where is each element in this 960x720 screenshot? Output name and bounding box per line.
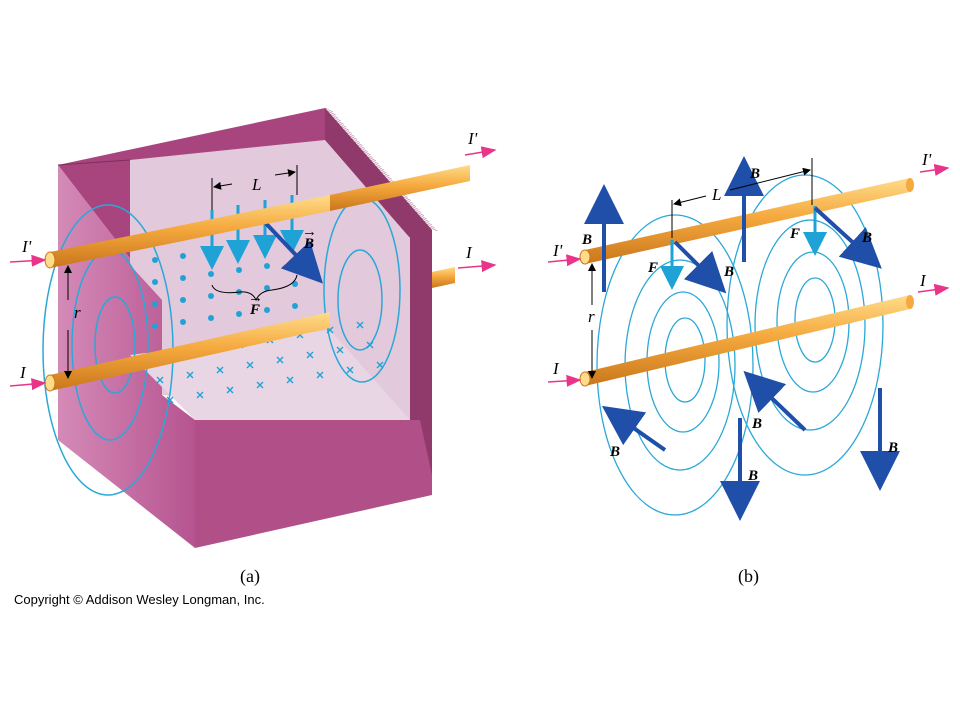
field-dot xyxy=(180,253,186,259)
field-dot xyxy=(208,315,214,321)
wire-top-a xyxy=(44,165,470,269)
field-cross xyxy=(316,371,324,379)
field-dot xyxy=(236,267,242,273)
panel-b: L r I' I I' I B B B B B B B B F F (b) xyxy=(547,150,950,587)
label-current-bottom-right-a: I xyxy=(465,243,473,262)
field-dot xyxy=(180,319,186,325)
field-dot xyxy=(152,323,158,329)
current-arrows-a xyxy=(9,146,497,391)
caption-a: (a) xyxy=(240,566,260,587)
field-dot xyxy=(180,297,186,303)
wire-bottom-b xyxy=(579,295,914,387)
field-cross xyxy=(196,391,204,399)
field-cross xyxy=(276,356,284,364)
field-cross xyxy=(226,386,234,394)
label-current-top-right-b: I' xyxy=(921,150,932,169)
caption-b: (b) xyxy=(738,566,759,587)
copyright-text: Copyright © Addison Wesley Longman, Inc. xyxy=(14,592,265,607)
label-current-top-b: I' xyxy=(552,241,563,260)
field-dot xyxy=(264,285,270,291)
label-b-b-1: B xyxy=(581,232,592,248)
label-b-b-3: B xyxy=(723,264,734,280)
field-cross xyxy=(246,361,254,369)
force-arrows-b xyxy=(660,206,827,290)
label-current-bottom-a: I xyxy=(19,363,27,382)
field-cross xyxy=(336,346,344,354)
label-b-b-5: B xyxy=(609,444,620,460)
field-cross xyxy=(306,351,314,359)
field-cross xyxy=(216,366,224,374)
label-r-b: r xyxy=(588,307,595,326)
field-dot xyxy=(152,257,158,263)
label-current-bottom-b: I xyxy=(552,359,560,378)
field-dot xyxy=(292,259,298,265)
label-l-a: L xyxy=(251,175,261,194)
field-cross xyxy=(376,361,384,369)
field-dot xyxy=(264,263,270,269)
b-vector-a xyxy=(256,213,324,284)
field-cross xyxy=(366,341,374,349)
wire-top-b xyxy=(579,178,914,265)
field-cross xyxy=(286,376,294,384)
field-cross xyxy=(156,376,164,384)
field-dot xyxy=(292,303,298,309)
wire-bottom-a xyxy=(44,267,455,392)
label-current-top-a: I' xyxy=(21,237,32,256)
block-top-hatch xyxy=(324,107,438,232)
field-dot xyxy=(180,275,186,281)
label-b-b-7: B xyxy=(747,468,758,484)
label-f-a: F xyxy=(249,302,260,318)
field-cross xyxy=(346,366,354,374)
vec-b-a: → xyxy=(302,224,317,240)
force-brace-a xyxy=(211,274,298,302)
block-lower-front-face xyxy=(195,420,432,548)
field-dot xyxy=(264,307,270,313)
label-current-top-right-a: I' xyxy=(467,129,478,148)
length-dimension-b xyxy=(671,158,813,238)
panel-a: L r I' I I' I B → F → (a) xyxy=(9,107,497,587)
label-current-bottom-right-b: I xyxy=(919,271,927,290)
label-l-b: L xyxy=(711,185,721,204)
label-b-b-8: B xyxy=(887,440,898,456)
field-dot xyxy=(152,279,158,285)
label-b-b-6: B xyxy=(751,416,762,432)
current-arrows-b xyxy=(547,163,950,387)
label-b-a: B xyxy=(303,236,314,252)
label-b-b-2: B xyxy=(749,166,760,182)
label-r-a: r xyxy=(74,303,81,322)
field-lines-b-left xyxy=(596,214,754,516)
field-cross xyxy=(356,321,364,329)
vec-f-a: → xyxy=(248,290,263,306)
label-b-b-4: B xyxy=(861,230,872,246)
label-f-b-1: F xyxy=(647,260,658,276)
label-f-b-2: F xyxy=(789,226,800,242)
field-dot xyxy=(152,301,158,307)
field-dot xyxy=(236,311,242,317)
field-cross xyxy=(256,381,264,389)
field-cross xyxy=(166,396,174,404)
field-dot xyxy=(208,271,214,277)
field-cross xyxy=(186,371,194,379)
field-dot xyxy=(208,293,214,299)
length-dimension-a xyxy=(211,165,298,210)
